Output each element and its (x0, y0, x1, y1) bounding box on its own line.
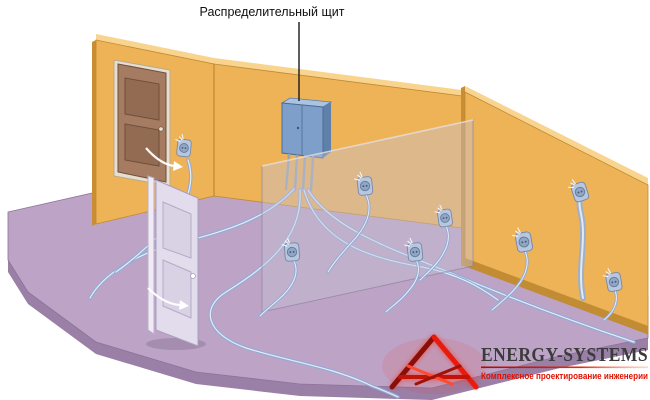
distribution-box (280, 97, 333, 192)
right-wall (461, 86, 649, 335)
right-wall-top-edge (465, 86, 648, 185)
logo: ENERGY-SYSTEMS Комплексное проектировани… (382, 334, 648, 394)
door-swing-arrow (147, 287, 181, 307)
door-swing-arrow (145, 147, 175, 168)
cable-highlight (491, 248, 528, 311)
distribution-box-side (323, 102, 331, 158)
cable-highlight (303, 189, 499, 301)
partition-top-highlight (261, 119, 474, 167)
conduit (309, 155, 315, 192)
open-door-leaf (155, 179, 199, 347)
logo-weave (414, 364, 462, 386)
outlets (173, 132, 624, 322)
left-wall-top-edge (96, 34, 214, 64)
door-swing-arrowhead (173, 161, 183, 171)
logo-underline (481, 366, 648, 369)
door-swing-arrowhead (179, 300, 189, 310)
closed-door-panel (124, 77, 160, 121)
cable-highlight (385, 257, 419, 313)
logo-wordmark: ENERGY-SYSTEMS (481, 344, 648, 366)
left-wall (92, 34, 215, 226)
closed-door-handle (158, 126, 164, 132)
conduit (301, 154, 307, 192)
cable-highlight (419, 223, 449, 281)
open-door-jamb (147, 175, 155, 335)
open-door (146, 175, 206, 350)
distribution-board-label: Распределительный щит (200, 5, 345, 19)
distribution-box-front (281, 102, 324, 159)
logo-glow (382, 338, 486, 394)
closed-door-panel (124, 123, 160, 167)
cable-highlight (209, 189, 399, 398)
logo-tagline: Комплексное проектирование инженерии (481, 371, 648, 381)
right-wall-baseboard (465, 258, 648, 334)
conduit (293, 154, 299, 192)
callout: Распределительный щит (200, 5, 345, 101)
left-wall-side-edge (92, 40, 96, 226)
open-door-handle (190, 273, 196, 279)
cable-highlight (259, 257, 297, 317)
back-wall-top-edge (214, 58, 462, 96)
open-door-panel (162, 201, 192, 259)
right-wall-side-edge (461, 86, 465, 266)
cable-highlight (327, 192, 370, 273)
distribution-box-latch (296, 126, 300, 130)
logo-weave (406, 364, 454, 386)
